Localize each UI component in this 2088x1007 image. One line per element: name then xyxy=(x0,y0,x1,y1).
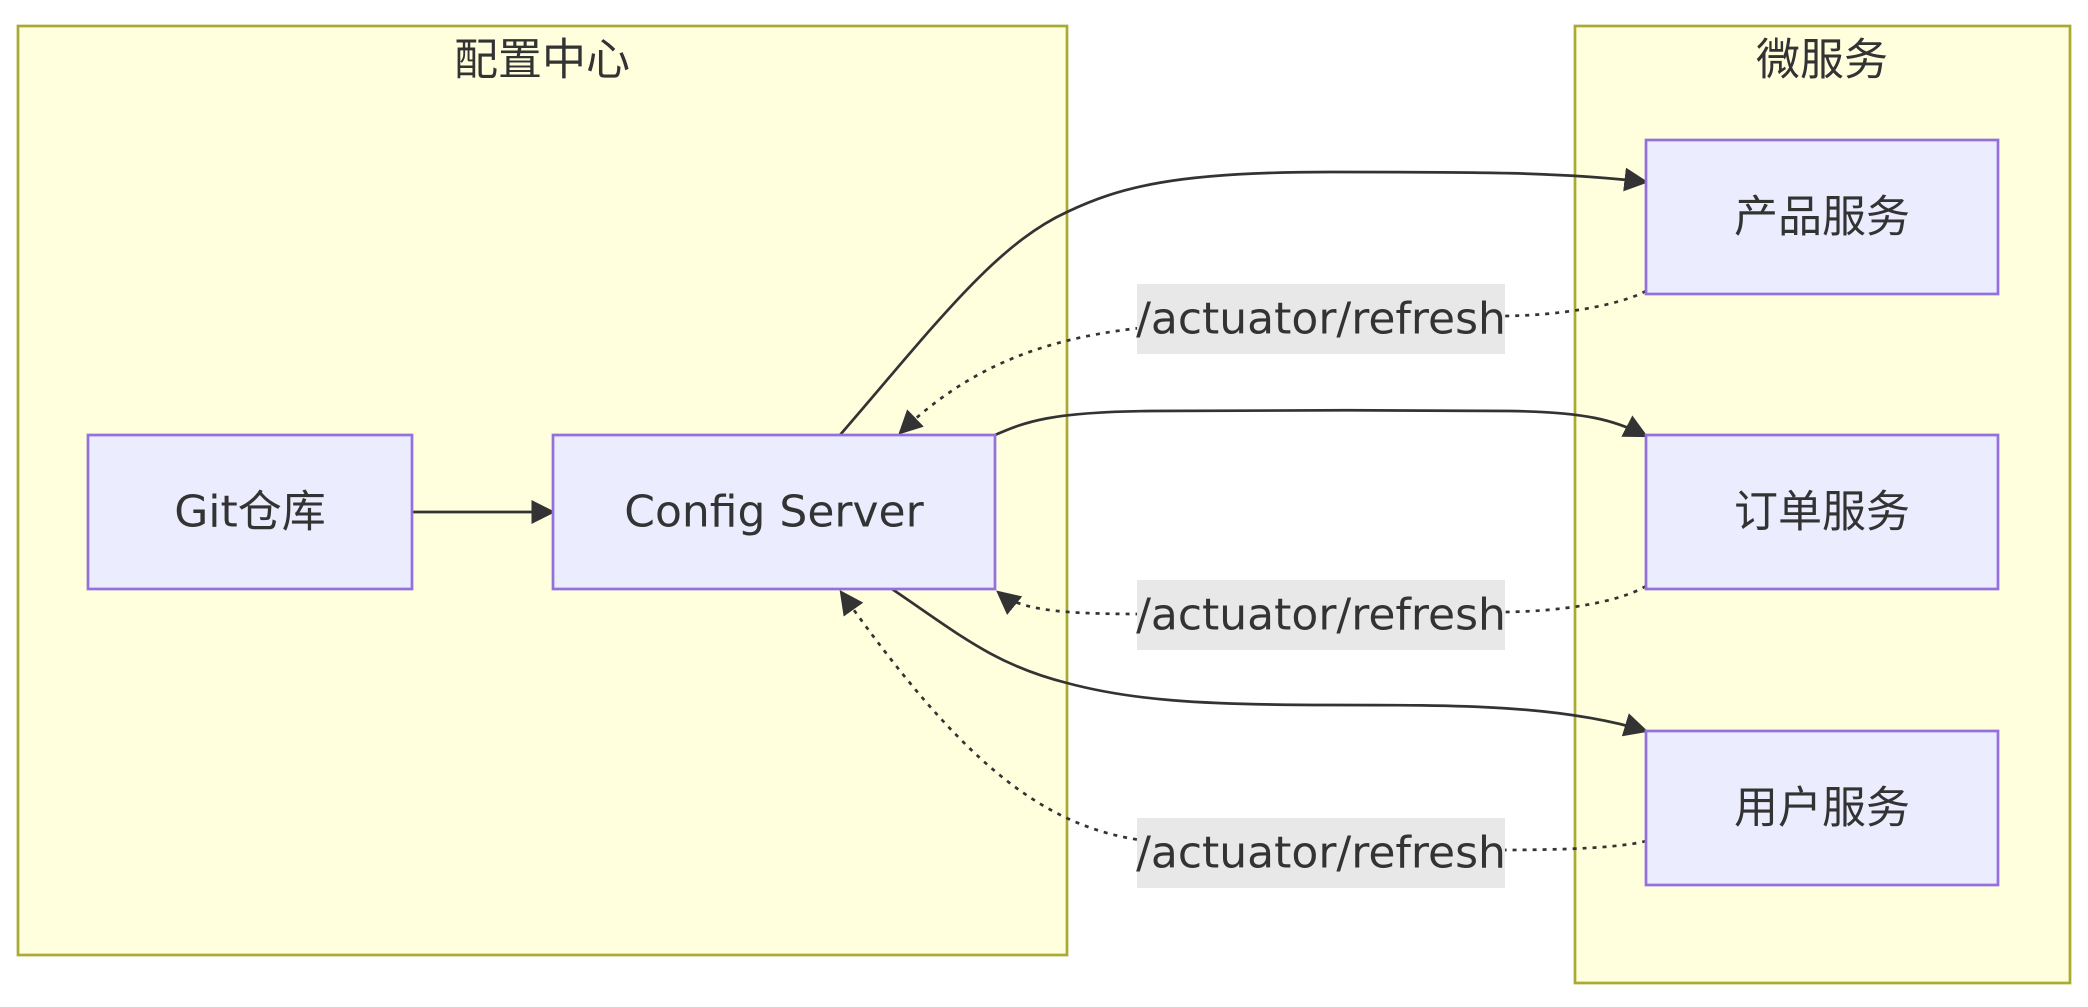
node-config-server-label: Config Server xyxy=(624,487,924,538)
edge-label-text: /actuator/refresh xyxy=(1136,294,1506,345)
node-config-server[interactable]: Config Server xyxy=(551,433,997,591)
edge-config-to-product xyxy=(838,167,1649,436)
cluster-microservices-title: 微服务 xyxy=(1756,35,1888,86)
edge-label-product-refresh: /actuator/refresh xyxy=(1136,284,1506,354)
node-user-service-label: 用户服务 xyxy=(1734,783,1910,834)
node-product-service-box[interactable] xyxy=(1644,138,2000,296)
node-product-service-label: 产品服务 xyxy=(1734,192,1910,243)
edge-label-text: /actuator/refresh xyxy=(1136,590,1506,641)
node-order-service-box[interactable] xyxy=(1644,433,2000,591)
edge-label-bg xyxy=(1137,818,1505,888)
node-order-service[interactable]: 订单服务 xyxy=(1644,433,2000,591)
node-git-repo[interactable]: Git仓库 xyxy=(86,433,414,591)
cluster-config-center-title: 配置中心 xyxy=(454,35,630,86)
edge-config-to-user xyxy=(891,587,1649,737)
edge-product-refresh xyxy=(898,289,1647,435)
node-order-service-label: 订单服务 xyxy=(1734,487,1910,538)
node-user-service[interactable]: 用户服务 xyxy=(1644,729,2000,887)
node-git-repo-label: Git仓库 xyxy=(174,487,326,538)
node-product-service[interactable]: 产品服务 xyxy=(1644,138,2000,296)
edge-label-bg xyxy=(1137,580,1505,650)
node-config-server-box[interactable] xyxy=(551,433,997,591)
edge-label-order-refresh: /actuator/refresh xyxy=(1136,580,1506,650)
edge-label-bg xyxy=(1137,284,1505,354)
edge-label-text: /actuator/refresh xyxy=(1136,828,1506,879)
edge-label-user-refresh: /actuator/refresh xyxy=(1136,818,1506,888)
edges-solid xyxy=(412,167,1649,737)
edge-config-to-order xyxy=(994,408,1649,438)
node-git-repo-box[interactable] xyxy=(86,433,414,591)
node-user-service-box[interactable] xyxy=(1644,729,2000,887)
